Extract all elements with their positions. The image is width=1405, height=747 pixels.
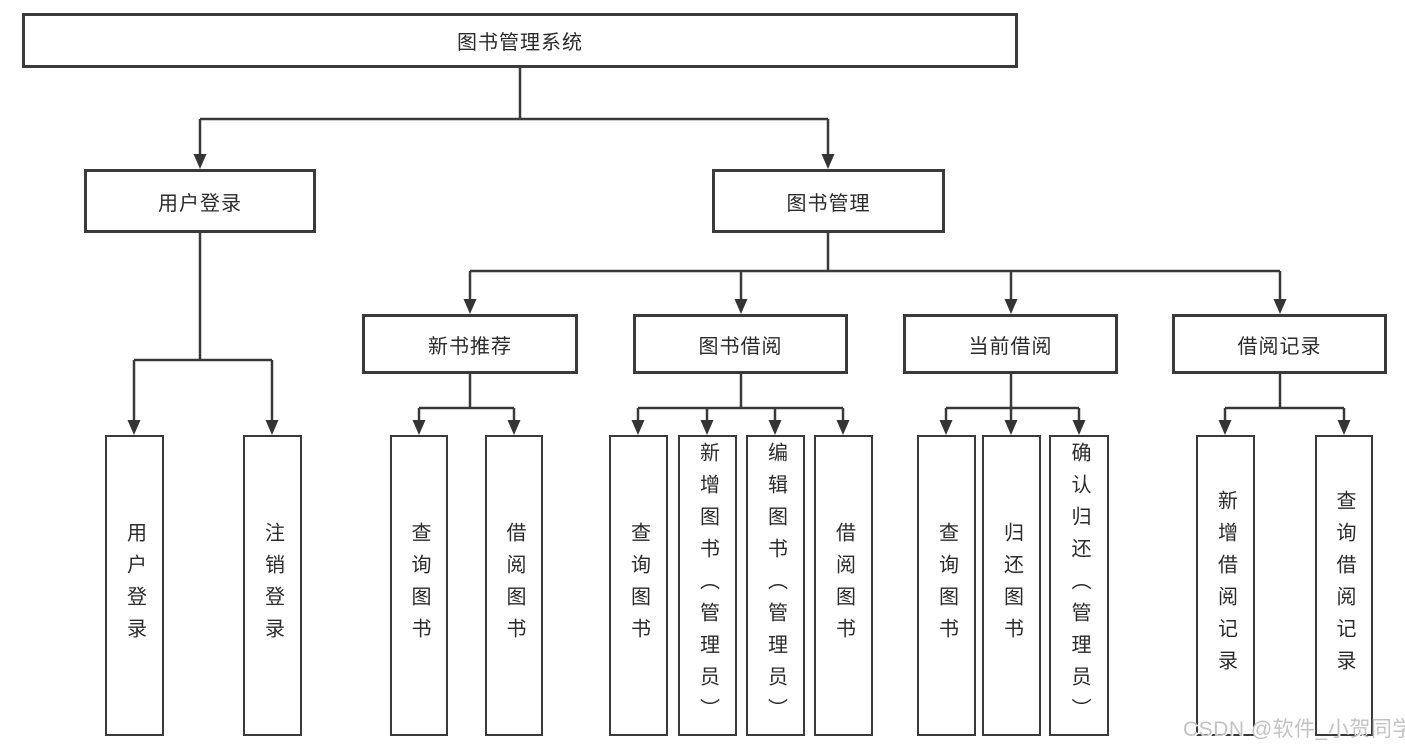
arrowhead-icon (700, 420, 714, 435)
node-current-borrowing: 当前借阅 (903, 314, 1118, 374)
arrowhead-icon (734, 299, 748, 314)
arrowhead-icon (1218, 420, 1232, 435)
connector-path (132, 68, 1346, 422)
arrowhead-icon (507, 420, 521, 435)
leaf-query-books-recommend: 查询图书 (390, 435, 448, 736)
arrowhead-icon (836, 420, 850, 435)
leaf-add-borrow-record: 新增借阅记录 (1196, 435, 1255, 736)
arrowhead-icon (412, 420, 426, 435)
leaf-query-books-current: 查询图书 (917, 435, 976, 736)
watermark: CSDN @软件_小贺同学 (1183, 718, 1405, 741)
leaf-add-book-admin: 新增图书（管理员） (678, 435, 737, 736)
leaf-confirm-return-admin: 确认归还（管理员） (1049, 435, 1109, 736)
leaf-edit-book-admin: 编辑图书（管理员） (746, 435, 805, 736)
leaf-query-books-borrow: 查询图书 (609, 435, 668, 736)
node-borrowing-records: 借阅记录 (1172, 314, 1387, 374)
arrowhead-icon (193, 154, 207, 169)
arrowhead-icon (631, 420, 645, 435)
arrowhead-icon (768, 420, 782, 435)
arrowhead-icon (265, 420, 279, 435)
leaf-return-book: 归还图书 (982, 435, 1041, 736)
node-new-book-recommendation: 新书推荐 (362, 314, 578, 374)
node-user-login-branch: 用户登录 (84, 169, 316, 233)
leaf-logout: 注销登录 (243, 435, 302, 736)
arrowhead-icon (127, 420, 141, 435)
arrowhead-icon (1337, 420, 1351, 435)
arrowhead-icon (1273, 299, 1287, 314)
node-book-borrowing: 图书借阅 (633, 314, 848, 374)
arrowhead-icon (1004, 420, 1018, 435)
leaf-query-borrow-record: 查询借阅记录 (1315, 435, 1373, 736)
arrowhead-icon (939, 420, 953, 435)
arrowhead-icon (1004, 299, 1018, 314)
arrowhead-icon (463, 299, 477, 314)
arrowhead-icon (821, 154, 835, 169)
node-book-management-branch: 图书管理 (712, 169, 945, 233)
arrowhead-icon (1072, 420, 1086, 435)
node-book-management-system: 图书管理系统 (22, 13, 1018, 68)
leaf-borrow-books-recommend: 借阅图书 (485, 435, 543, 736)
leaf-user-login: 用户登录 (105, 435, 164, 736)
leaf-borrow-books-borrow: 借阅图书 (814, 435, 873, 736)
